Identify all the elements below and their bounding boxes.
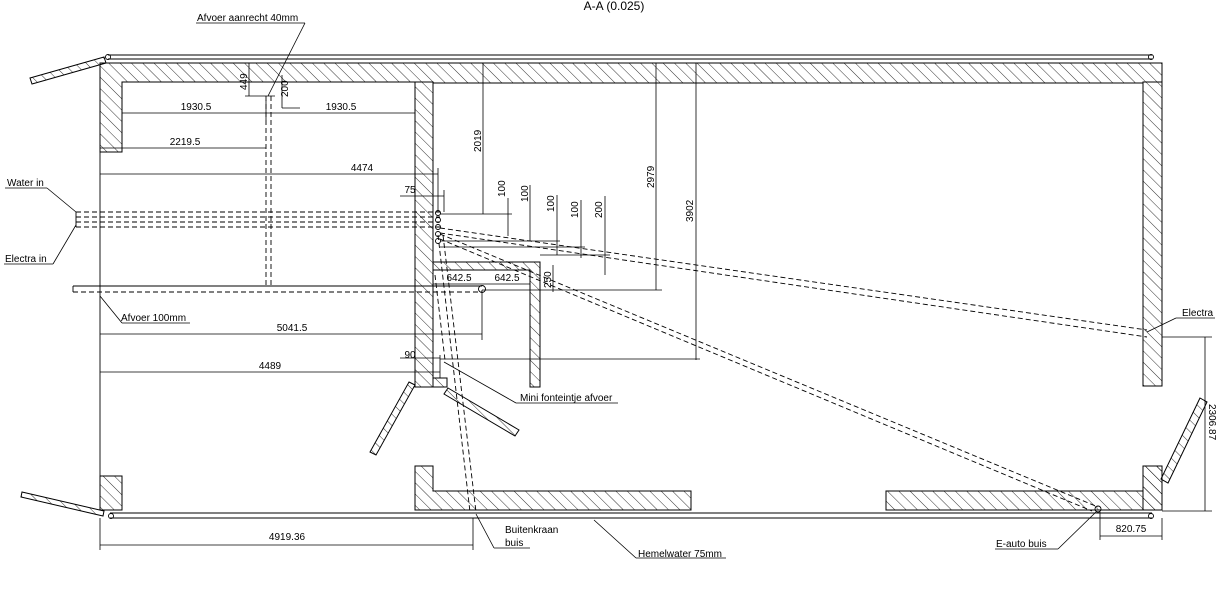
dim-4919: 4919.36 [269, 532, 306, 543]
label-water-in: Water in [7, 178, 44, 189]
dim-75: 75 [404, 185, 416, 196]
dim-100-c: 100 [546, 195, 557, 212]
dim-642-right: 642.5 [494, 273, 519, 284]
dim-100-b: 100 [520, 185, 531, 202]
leader-lines [4, 22, 1215, 559]
pipes [72, 96, 1148, 513]
label-hemelwater: Hemelwater 75mm [638, 549, 722, 560]
dim-200-b: 200 [594, 201, 605, 218]
dim-449: 449 [239, 73, 250, 90]
label-electra-in: Electra in [5, 254, 47, 265]
label-buitenkraan-2: buis [505, 538, 523, 549]
label-afvoer-aanrecht: Afvoer aanrecht 40mm [197, 13, 298, 24]
drawing-title: A-A (0.025) [584, 0, 645, 13]
dim-100-a: 100 [497, 180, 508, 197]
dim-100-d: 100 [570, 201, 581, 218]
dim-4474: 4474 [351, 163, 374, 174]
dim-250: 250 [543, 271, 554, 288]
label-mini-fonteintje: Mini fonteintje afvoer [520, 393, 613, 404]
dim-5041: 5041.5 [277, 323, 308, 334]
dim-90: 90 [404, 350, 416, 361]
dim-2019: 2019 [473, 129, 484, 152]
dim-2979: 2979 [646, 165, 657, 188]
dimension-texts: 449 200 1930.5 1930.5 2219.5 4474 75 201… [170, 73, 1217, 543]
label-buitenkraan-1: Buitenkraan [505, 525, 558, 536]
dim-2306: 2306.87 [1206, 404, 1217, 441]
dimension-lines [99, 63, 1212, 550]
eave-lines [99, 54, 1154, 519]
dim-1930-right: 1930.5 [326, 102, 357, 113]
dim-4489: 4489 [259, 361, 282, 372]
label-afvoer-100: Afvoer 100mm [121, 313, 186, 324]
annotation-labels: Afvoer aanrecht 40mm Water in Electra in… [5, 13, 1214, 560]
walls [99, 62, 1163, 511]
dim-820: 820.75 [1116, 524, 1147, 535]
label-electra: Electra [1182, 308, 1214, 319]
door-leaves [20, 56, 1208, 517]
label-e-auto: E-auto buis [996, 539, 1047, 550]
dim-1930-left: 1930.5 [181, 102, 212, 113]
dim-2219: 2219.5 [170, 137, 201, 148]
dim-200-top: 200 [280, 80, 291, 97]
dim-642-left: 642.5 [446, 273, 471, 284]
dim-3902: 3902 [685, 199, 696, 222]
